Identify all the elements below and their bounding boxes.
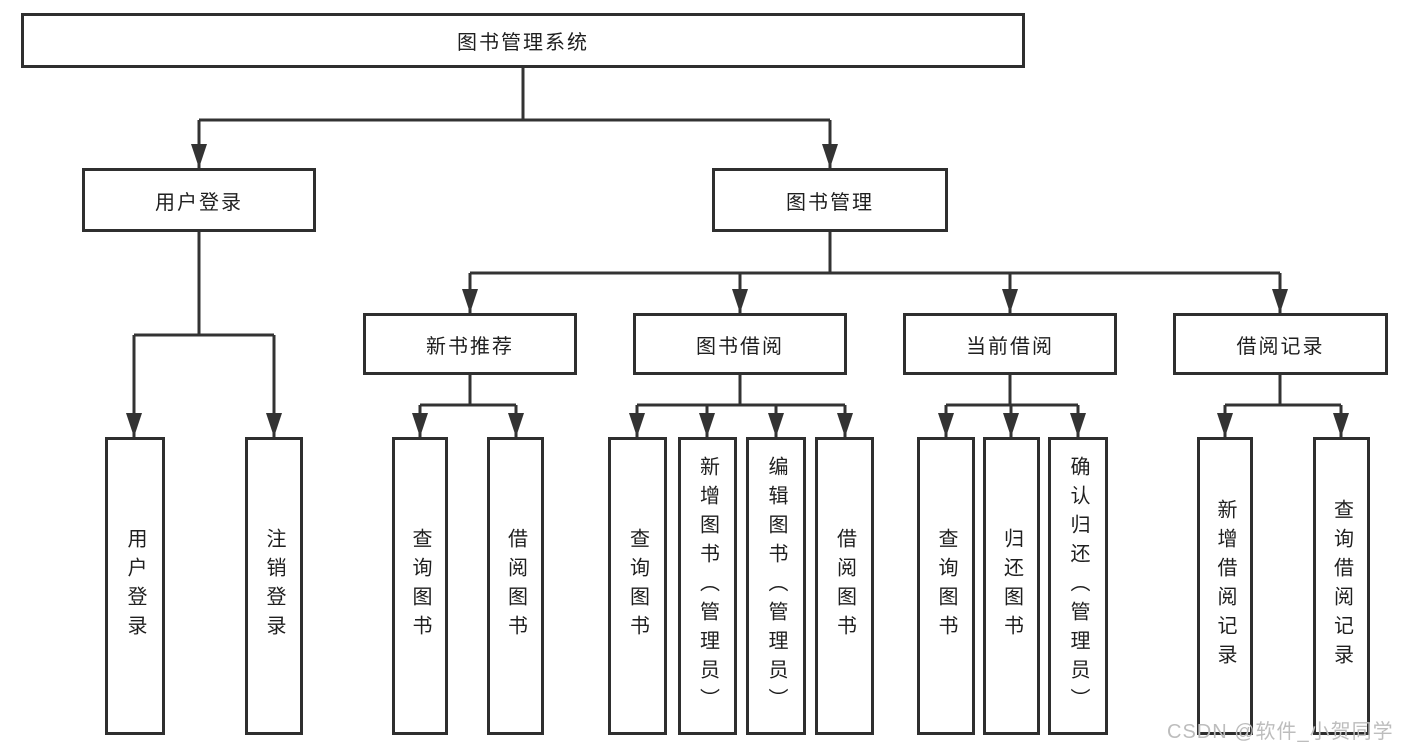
node-book-borrowing: 图书借阅 [633, 313, 847, 375]
leaf-edit-books-admin: 编辑图书（管理员） [746, 437, 806, 735]
node-root-label: 图书管理系统 [457, 32, 589, 54]
node-root-system: 图书管理系统 [21, 13, 1025, 68]
leaf-borrow-books-borrowing-label: 借阅图书 [833, 528, 856, 644]
leaf-query-books-recommend: 查询图书 [392, 437, 448, 735]
node-user-login-label: 用户登录 [155, 191, 243, 214]
connector-new-book-recommend-to-leaves [412, 375, 524, 437]
leaf-query-borrow-record-label: 查询借阅记录 [1330, 499, 1353, 673]
leaf-return-books-label: 归还图书 [1000, 528, 1023, 644]
node-new-book-recommend: 新书推荐 [363, 313, 577, 375]
connector-book-management-to-level3 [462, 232, 1288, 313]
csdn-watermark: CSDN @软件_小贺同学 [1167, 721, 1394, 743]
leaf-edit-books-admin-label: 编辑图书（管理员） [765, 455, 787, 717]
node-current-borrowing-label: 当前借阅 [966, 335, 1054, 358]
leaf-query-borrow-record: 查询借阅记录 [1313, 437, 1370, 735]
leaf-add-books-admin-label: 新增图书（管理员） [696, 455, 719, 717]
node-user-login: 用户登录 [82, 168, 316, 232]
connector-root-to-level2 [191, 68, 838, 168]
leaf-query-books-current-label: 查询图书 [935, 528, 957, 644]
leaf-user-login-label: 用户登录 [124, 528, 146, 644]
leaf-query-books-recommend-label: 查询图书 [409, 528, 431, 644]
leaf-add-borrow-record: 新增借阅记录 [1197, 437, 1253, 735]
node-new-book-recommend-label: 新书推荐 [426, 335, 514, 358]
node-book-borrowing-label: 图书借阅 [696, 335, 784, 358]
leaf-logout-label: 注销登录 [263, 528, 285, 644]
leaf-borrow-books-borrowing: 借阅图书 [815, 437, 874, 735]
node-current-borrowing: 当前借阅 [903, 313, 1117, 375]
node-borrow-records: 借阅记录 [1173, 313, 1388, 375]
node-book-management-label: 图书管理 [786, 191, 874, 214]
connector-book-borrowing-to-leaves [629, 375, 853, 437]
leaf-query-books-current: 查询图书 [917, 437, 975, 735]
leaf-query-books-borrowing: 查询图书 [608, 437, 667, 735]
node-book-management: 图书管理 [712, 168, 948, 232]
leaf-add-borrow-record-label: 新增借阅记录 [1214, 499, 1236, 673]
connector-borrow-records-to-leaves [1217, 375, 1349, 437]
leaf-confirm-return-admin-label: 确认归还（管理员） [1067, 455, 1089, 717]
leaf-borrow-books-recommend: 借阅图书 [487, 437, 544, 735]
leaf-borrow-books-recommend-label: 借阅图书 [504, 528, 527, 644]
connector-user-login-to-leaves [126, 232, 282, 437]
leaf-add-books-admin: 新增图书（管理员） [678, 437, 737, 735]
leaf-user-login: 用户登录 [105, 437, 165, 735]
leaf-return-books: 归还图书 [983, 437, 1040, 735]
connector-current-borrowing-to-leaves [938, 375, 1086, 437]
leaf-logout: 注销登录 [245, 437, 303, 735]
leaf-query-books-borrowing-label: 查询图书 [626, 528, 649, 644]
node-borrow-records-label: 借阅记录 [1236, 335, 1325, 358]
leaf-confirm-return-admin: 确认归还（管理员） [1048, 437, 1108, 735]
